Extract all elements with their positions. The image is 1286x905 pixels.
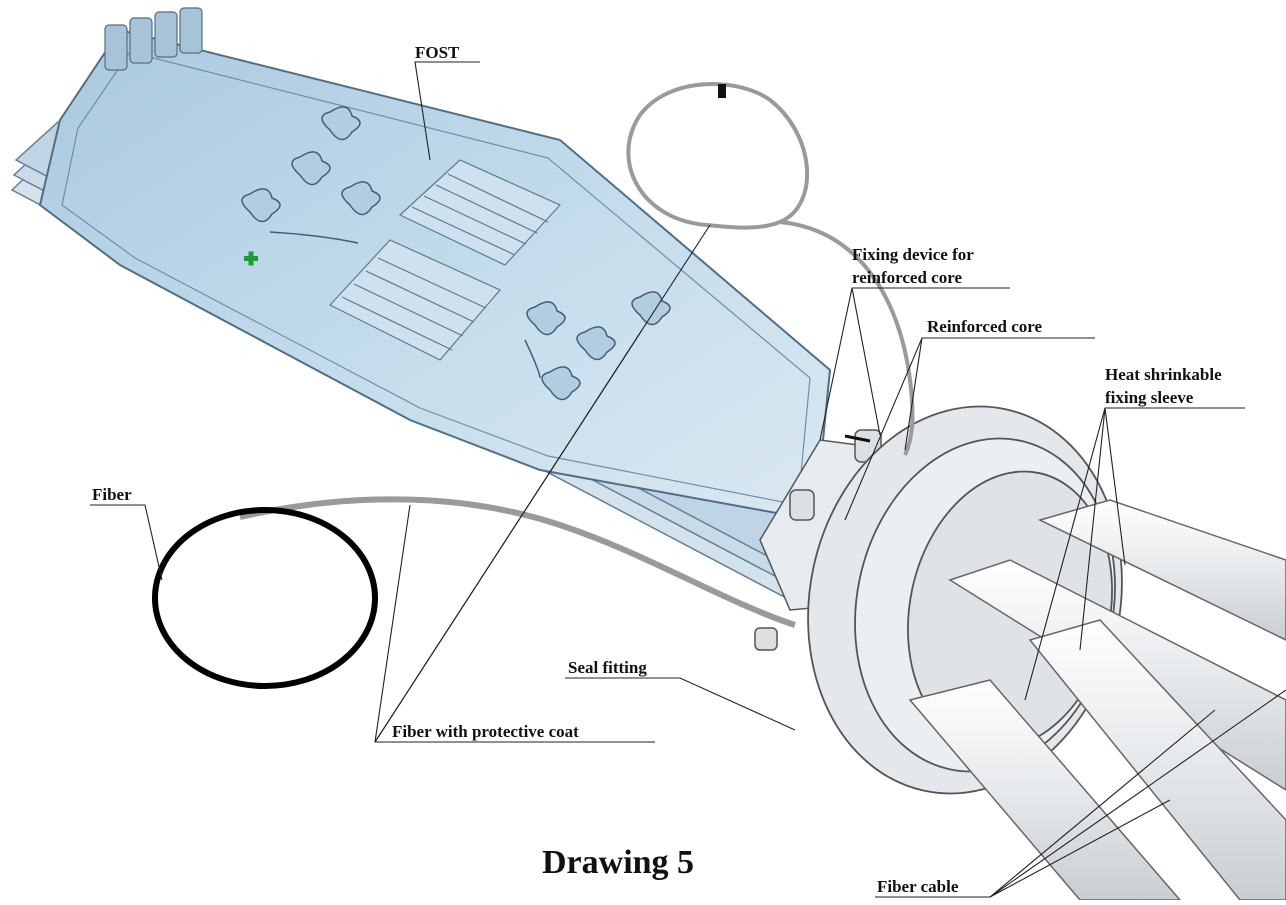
tray-hinge <box>104 7 203 71</box>
leader-reinforced-core-2 <box>904 337 923 451</box>
leader-fiber-cable-2 <box>989 689 1286 898</box>
label-heat-sleeve-line1: Heat shrinkable <box>1105 365 1222 384</box>
splice-holder-lower <box>329 239 501 361</box>
cable-1 <box>1037 499 1286 641</box>
fiber-coat-loop <box>626 82 810 230</box>
leader-heat-sleeve-3 <box>1104 407 1126 566</box>
fiber-cables <box>908 499 1286 901</box>
leader-heat-sleeve-2 <box>1079 407 1106 651</box>
bare-fiber-loop <box>152 507 378 689</box>
fiber-marker-band <box>718 84 726 98</box>
cable-4 <box>1028 619 1286 901</box>
labels: FOST Fixing device for reinforced core R… <box>92 43 1222 896</box>
label-fiber: Fiber <box>92 485 132 504</box>
leader-fiber <box>90 504 163 581</box>
fiber-coat-lower <box>239 496 796 628</box>
label-reinforced-core: Reinforced core <box>927 317 1042 336</box>
fiber-coat-run <box>779 220 915 456</box>
tray-inner-rim <box>61 51 811 506</box>
fiber-guide-group-right <box>524 291 671 401</box>
label-fost: FOST <box>415 43 460 62</box>
label-fixing-device-line1: Fixing device for <box>852 245 974 264</box>
leader-fost <box>414 61 480 161</box>
leader-fixing-device-2 <box>851 287 881 436</box>
drawing-caption: Drawing 5 <box>542 844 694 881</box>
fost-tray-stack <box>10 7 832 602</box>
leader-fiber-coat <box>374 504 655 743</box>
label-seal-fitting: Seal fitting <box>568 658 647 677</box>
label-heat-sleeve-line2: fixing sleeve <box>1105 388 1194 407</box>
splice-holder-upper <box>398 159 562 266</box>
fiber-guide-group-left <box>241 106 381 244</box>
leader-lines <box>90 61 1286 898</box>
green-cross-marker <box>244 251 258 266</box>
label-fiber-protective: Fiber with protective coat <box>392 722 579 741</box>
leader-seal-fitting <box>565 677 796 731</box>
leader-fiber-coat-3 <box>374 329 643 743</box>
label-fixing-device-line2: reinforced core <box>852 268 962 287</box>
leader-fiber-cable-3 <box>989 799 1171 898</box>
label-fiber-cable: Fiber cable <box>877 877 959 896</box>
